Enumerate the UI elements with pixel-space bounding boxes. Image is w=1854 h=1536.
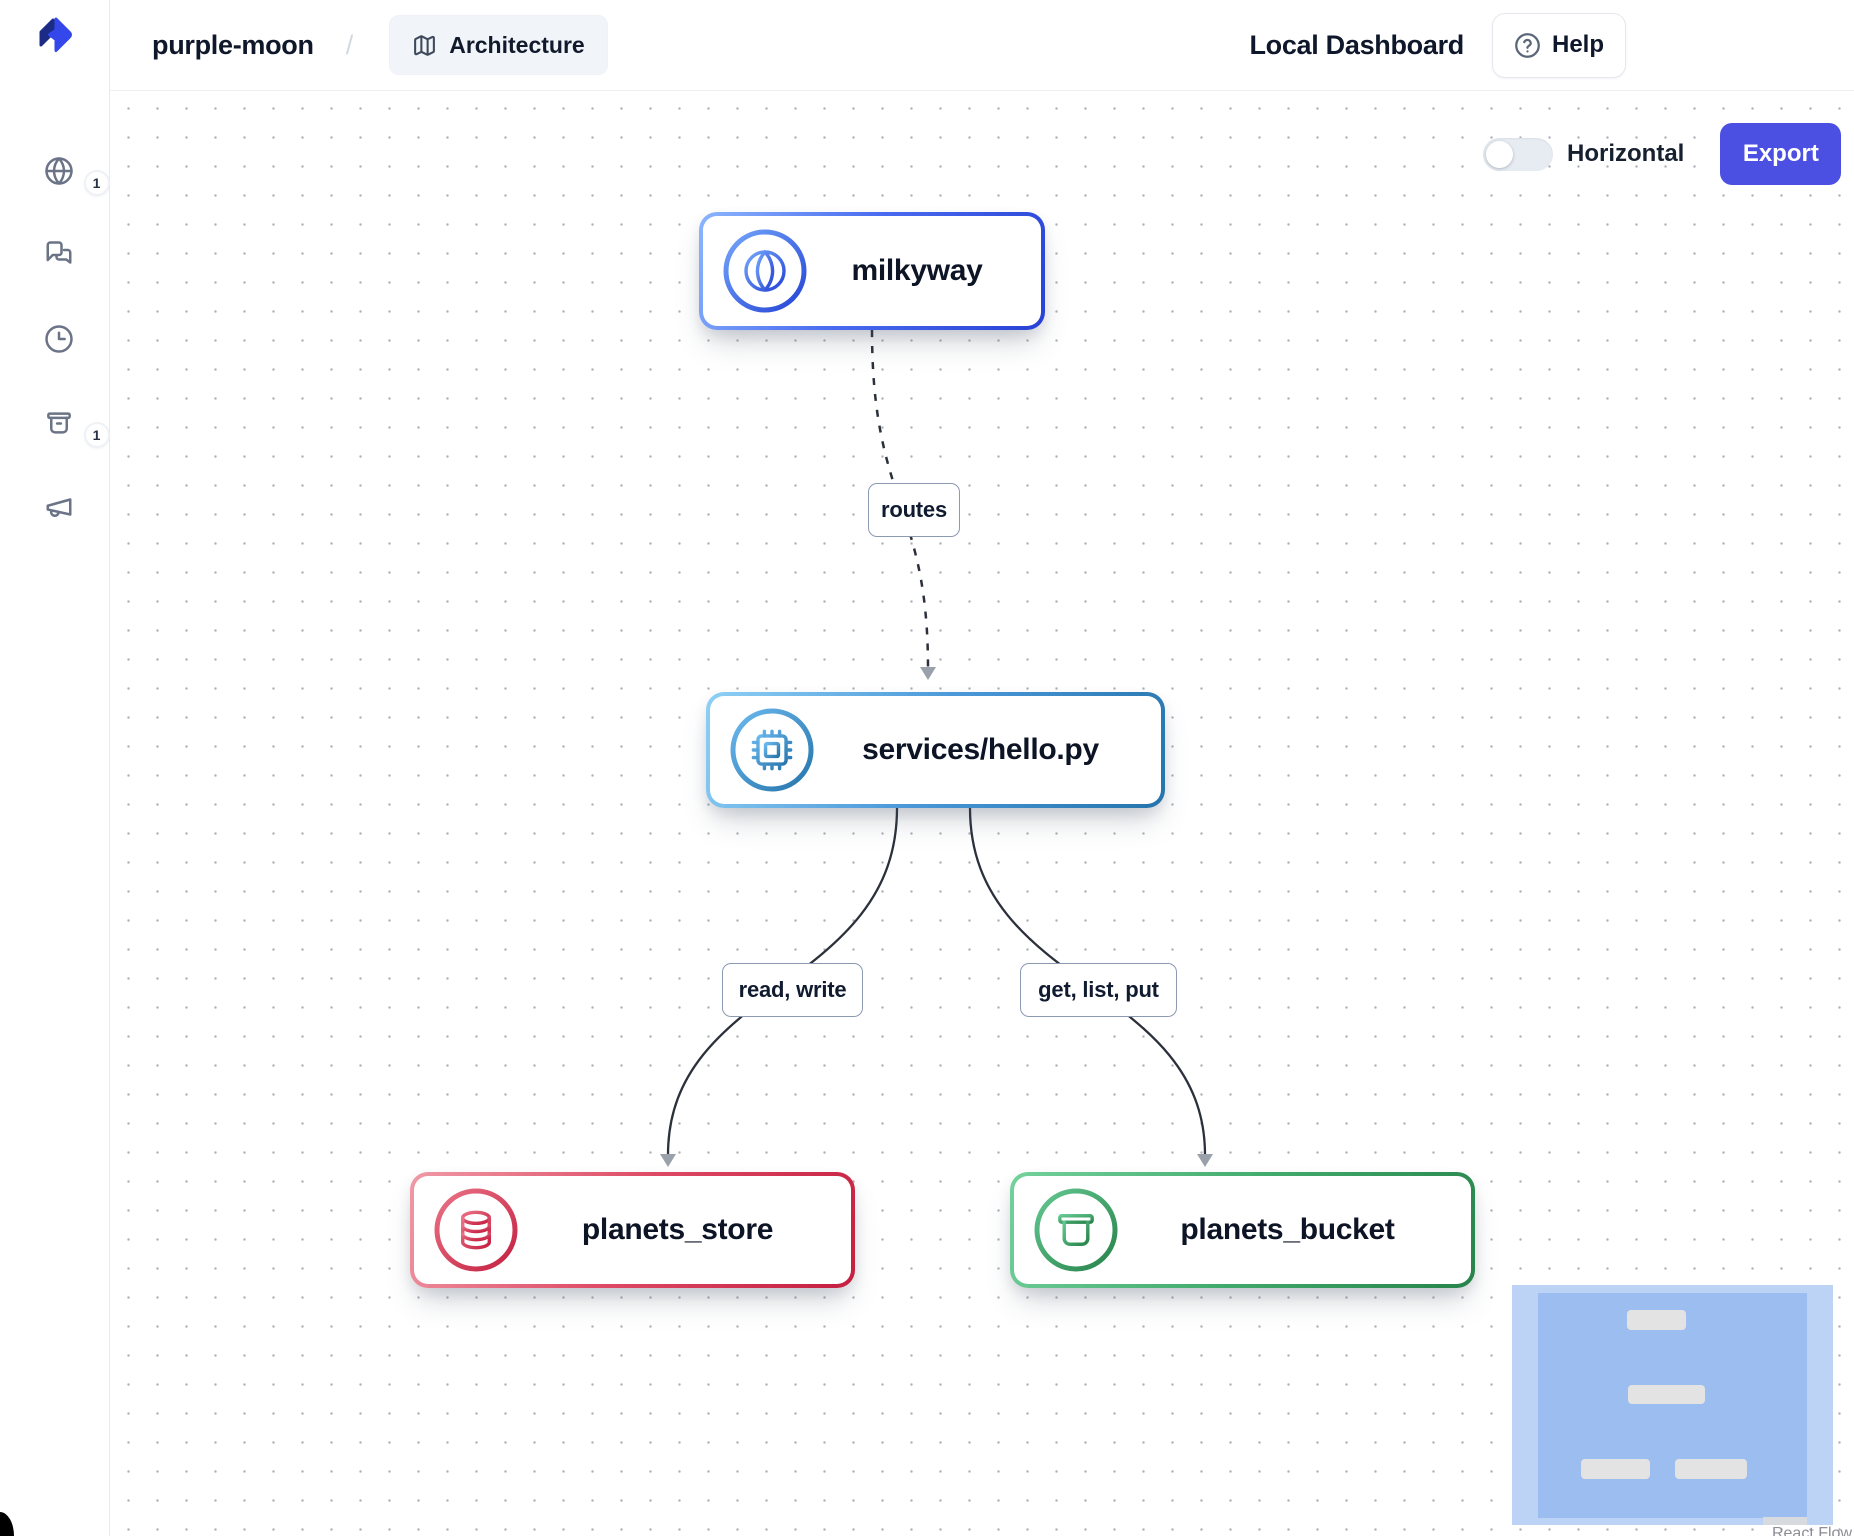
node-planets-bucket[interactable]: planets_bucket	[1010, 1172, 1475, 1288]
node-planets-store[interactable]: planets_store	[410, 1172, 855, 1288]
map-icon	[414, 34, 436, 56]
sidebar: 1 1	[0, 0, 110, 1536]
canvas-panel: Horizontal Export	[1483, 123, 1842, 185]
minimap-node	[1581, 1459, 1650, 1479]
toggle-knob	[1486, 140, 1513, 168]
minimap-node	[1627, 1310, 1686, 1330]
sidebar-item-topics[interactable]	[44, 492, 74, 522]
node-services-hello[interactable]: services/hello.py	[706, 692, 1165, 808]
storage-count-badge: 1	[83, 422, 110, 448]
help-circle-icon	[1515, 32, 1540, 58]
globe-icon	[44, 157, 73, 185]
horizontal-toggle[interactable]	[1483, 137, 1553, 171]
app-logo-icon[interactable]	[31, 12, 79, 60]
architecture-tab[interactable]: Architecture	[389, 15, 608, 75]
clock-icon	[44, 325, 73, 353]
breadcrumb-separator: /	[345, 29, 354, 60]
apis-count-badge: 1	[83, 170, 110, 196]
minimap[interactable]	[1512, 1285, 1833, 1525]
sidebar-item-schedules[interactable]	[44, 324, 74, 354]
architecture-tab-label: Architecture	[449, 31, 585, 58]
sidebar-item-websockets[interactable]	[44, 240, 74, 270]
top-header: purple-moon / Architecture Local Dashboa…	[110, 0, 1854, 91]
node-label: services/hello.py	[862, 733, 1099, 766]
edge-label-get-list-put: get, list, put	[1020, 963, 1177, 1017]
chat-bubbles-icon	[46, 241, 71, 264]
help-button[interactable]: Help	[1491, 12, 1626, 78]
edge-get-list-put-arrowhead	[1197, 1154, 1213, 1167]
node-label: planets_store	[581, 1213, 774, 1246]
node-label: planets_bucket	[1180, 1213, 1395, 1246]
megaphone-icon	[46, 498, 71, 517]
edge-routes-arrowhead	[920, 667, 936, 680]
sidebar-item-apis[interactable]: 1	[44, 156, 110, 196]
export-button[interactable]: Export	[1720, 123, 1842, 185]
cpu-icon	[730, 708, 814, 792]
minimap-node	[1675, 1459, 1747, 1479]
help-button-label: Help	[1551, 31, 1604, 58]
minimap-viewport	[1538, 1293, 1807, 1518]
sidebar-item-storage[interactable]: 1	[44, 408, 110, 448]
edge-label-routes: routes	[868, 483, 960, 537]
flow-canvas[interactable]: Horizontal Export routes read, write get…	[110, 91, 1854, 1536]
node-milkyway[interactable]: milkyway	[699, 212, 1045, 330]
globe-icon	[723, 229, 807, 313]
project-name: purple-moon	[152, 29, 314, 60]
horizontal-toggle-label: Horizontal	[1567, 140, 1685, 167]
edge-read-write-arrowhead	[660, 1154, 676, 1167]
minimap-node	[1628, 1385, 1705, 1404]
react-flow-attribution[interactable]: React Flow	[1771, 1525, 1852, 1536]
bucket-icon	[1034, 1188, 1118, 1272]
edge-label-read-write: read, write	[722, 963, 863, 1017]
minimap-strip	[1763, 1517, 1807, 1525]
database-icon	[434, 1188, 518, 1272]
bucket-icon	[46, 412, 71, 434]
node-label: milkyway	[851, 254, 983, 287]
page-title: Local Dashboard	[1249, 29, 1464, 60]
